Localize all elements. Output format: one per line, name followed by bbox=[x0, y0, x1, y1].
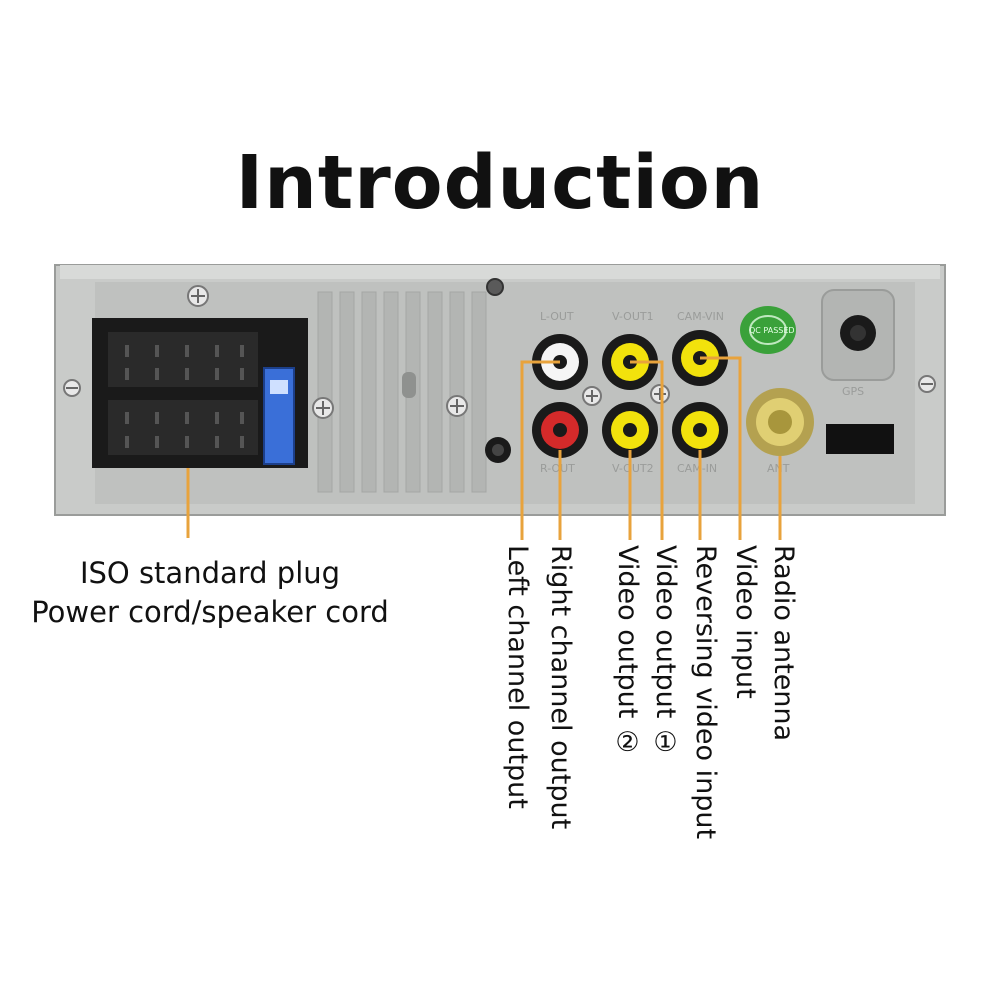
leader-lines bbox=[186, 356, 782, 540]
iso-plug-sublabel: Power cord/speaker cord bbox=[31, 595, 389, 629]
leader-left bbox=[520, 360, 560, 540]
page-title: Introduction bbox=[235, 140, 765, 226]
label-left-channel-output: Left channel output bbox=[502, 545, 533, 809]
marking-qc-stamp: QC PASSED bbox=[749, 326, 795, 335]
marking-r-out: R-OUT bbox=[540, 462, 575, 475]
label-video-output-1: Video output ① bbox=[650, 545, 681, 758]
marking-ant: ANT bbox=[767, 462, 790, 475]
rca-reversing-video-input bbox=[672, 402, 728, 458]
black-tab bbox=[826, 424, 894, 454]
marking-gps: GPS bbox=[842, 385, 864, 398]
screw-icon bbox=[486, 278, 504, 296]
label-video-output-2: Video output ② bbox=[612, 545, 643, 758]
label-video-input: Video input bbox=[730, 545, 761, 699]
marking-v-out2: V-OUT2 bbox=[612, 462, 654, 475]
leader-vout1 bbox=[630, 360, 664, 540]
marking-cam-in: CAM-IN bbox=[677, 462, 717, 475]
marking-cam-vin: CAM-VIN bbox=[677, 310, 724, 323]
leader-vin bbox=[700, 356, 742, 540]
iso-plug-label: ISO standard plug bbox=[79, 556, 341, 590]
qc-stamp bbox=[740, 306, 796, 354]
screw-icon bbox=[312, 397, 334, 419]
label-reversing-video-input: Reversing video input bbox=[690, 545, 721, 840]
screw-icon bbox=[63, 379, 81, 397]
chassis-top-lip bbox=[60, 265, 940, 279]
fuse-cap bbox=[270, 380, 288, 394]
marking-v-out1: V-OUT1 bbox=[612, 310, 654, 323]
aux-jack bbox=[485, 437, 511, 463]
vent-fins bbox=[317, 291, 487, 493]
screw-icon bbox=[582, 386, 602, 406]
label-right-channel-output: Right channel output bbox=[545, 545, 576, 830]
rca-right-channel-output bbox=[532, 402, 588, 458]
marking-l-out: L-OUT bbox=[540, 310, 574, 323]
screw-icon bbox=[650, 384, 670, 404]
screw-icon bbox=[918, 375, 936, 393]
screw-icon bbox=[446, 395, 468, 417]
antenna-socket bbox=[746, 388, 814, 456]
gps-port bbox=[821, 289, 895, 381]
label-radio-antenna: Radio antenna bbox=[768, 545, 799, 742]
screw-icon bbox=[187, 285, 209, 307]
vent-slot bbox=[402, 372, 416, 398]
rca-video-output-2 bbox=[602, 402, 658, 458]
